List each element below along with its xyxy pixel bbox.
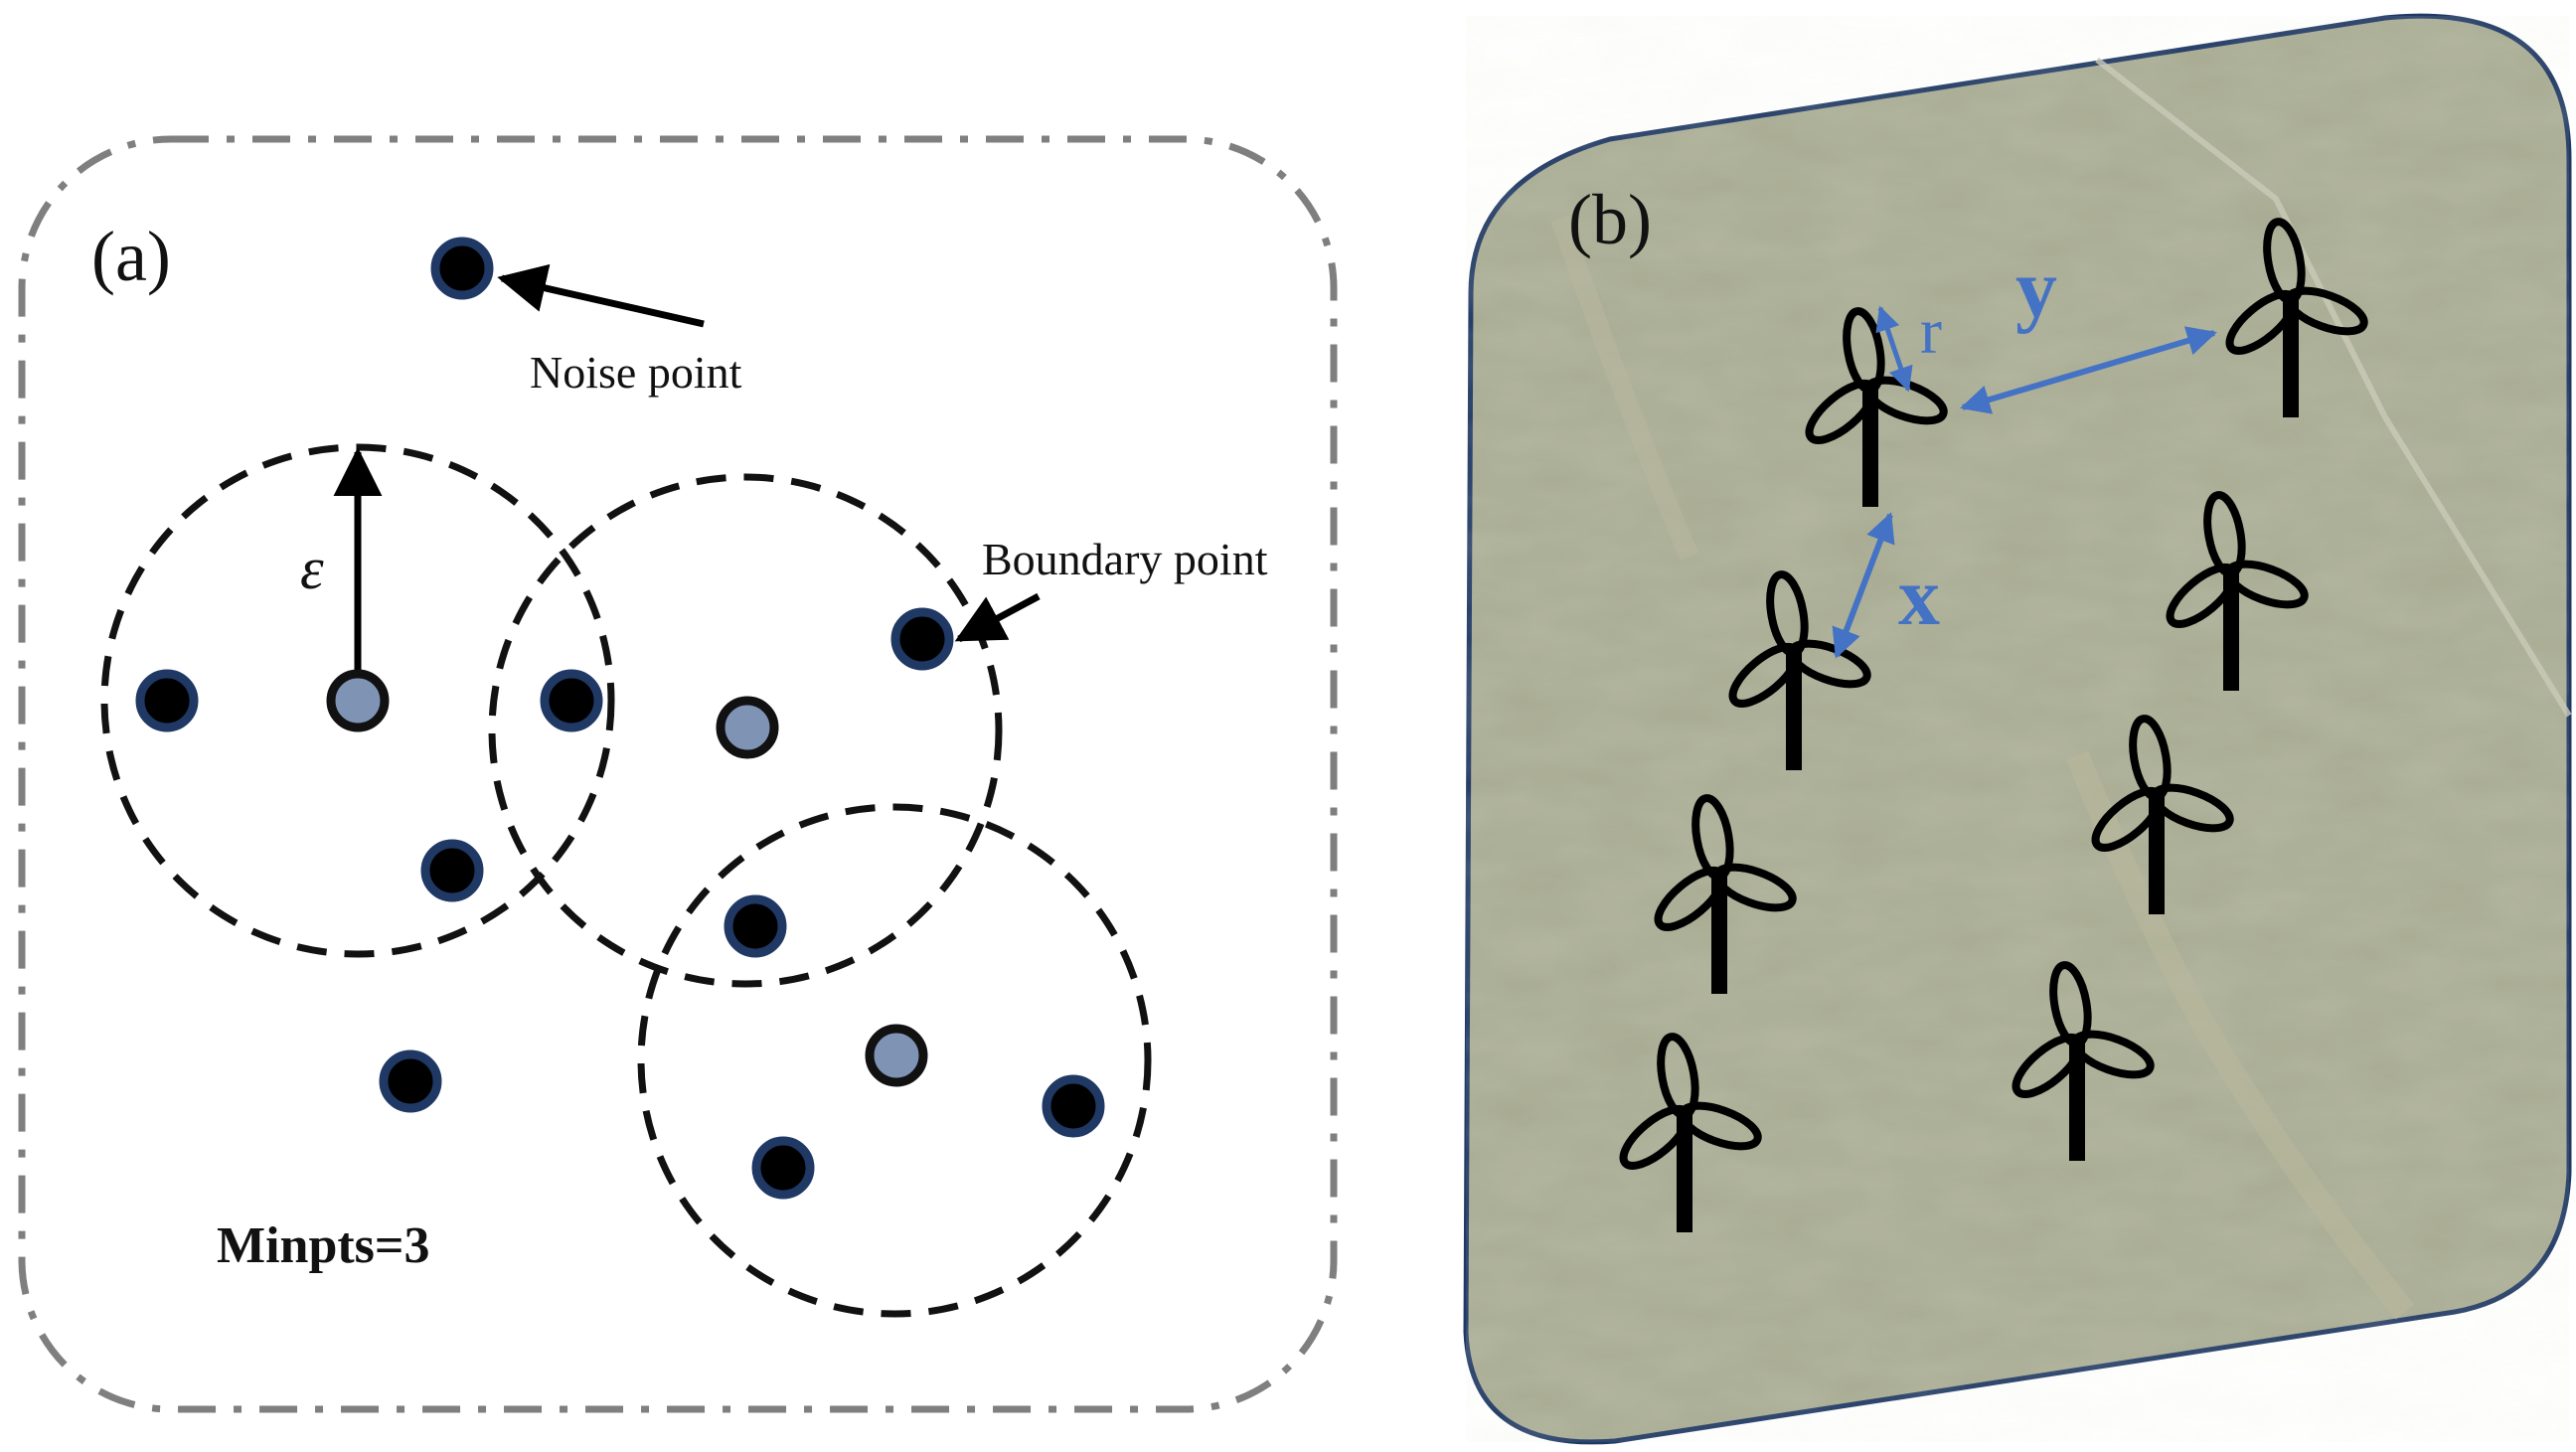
x-label: x [1898, 551, 1940, 643]
epsilon-circle-1 [100, 443, 615, 958]
core-point [865, 1024, 928, 1087]
border-point [724, 894, 787, 958]
spacing-x-arrow [1832, 512, 1895, 659]
road [2095, 57, 2572, 718]
core-point [326, 669, 390, 732]
terrain-ridge [2065, 750, 2415, 1320]
boundary-point [890, 607, 954, 671]
panel-a-label: (a) [91, 217, 171, 296]
minpts-label: Minpts=3 [217, 1217, 430, 1274]
boundary-point-label: Boundary point [982, 534, 1268, 584]
epsilon-circle-3 [637, 803, 1152, 1318]
border-point [540, 669, 603, 732]
terrain-ridge [1550, 215, 1699, 561]
epsilon-label: ε [300, 536, 324, 601]
rotor-radius-arrow [1875, 305, 1913, 393]
border-point [420, 839, 484, 902]
r-label: r [1920, 295, 1942, 368]
y-label: y [2015, 242, 2057, 335]
noise-point-arrow [497, 263, 705, 328]
epsilon-circles [100, 443, 1152, 1318]
data-points [135, 237, 1105, 1200]
border-point [135, 669, 199, 732]
panel-b-label: (b) [1568, 180, 1652, 259]
noise-point-2 [379, 1049, 442, 1113]
border-point [1042, 1074, 1105, 1138]
panel-a-border [18, 135, 1338, 1413]
panel-b: (b) r y x [1463, 13, 2572, 1445]
spacing-y-arrow [1960, 326, 2217, 414]
noise-point [430, 237, 494, 300]
panel-a: (a) ε Noise point Bound [18, 135, 1338, 1413]
boundary-point-arrow [954, 592, 1041, 643]
noise-point-label: Noise point [530, 347, 742, 398]
core-point [716, 696, 779, 759]
epsilon-circle-2 [488, 473, 1003, 988]
border-point [751, 1136, 815, 1200]
